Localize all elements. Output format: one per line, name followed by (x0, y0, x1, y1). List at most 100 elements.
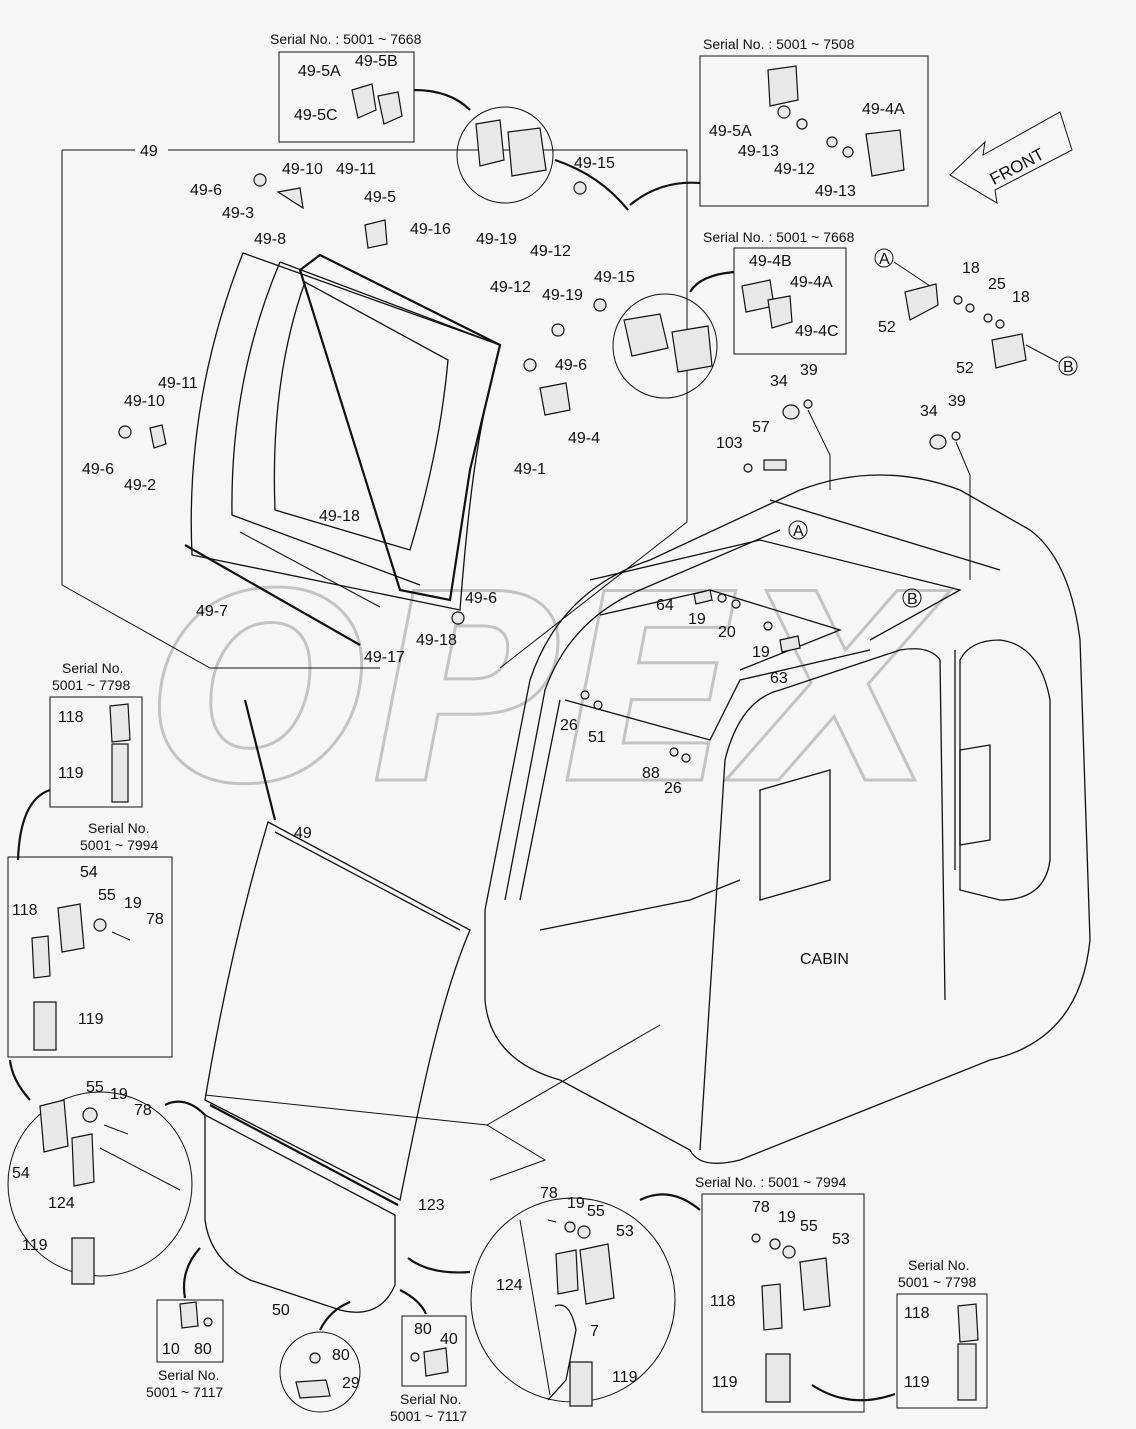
serial-box-6: Serial No. : 5001 ~ 7994 78 19 55 53 118… (695, 1174, 896, 1413)
callout: 55 (86, 1079, 104, 1096)
callout: 49-19 (542, 287, 583, 304)
callout: 88 (642, 765, 660, 782)
callout: 49-10 (124, 393, 165, 410)
callout: 49-6 (555, 357, 587, 374)
label: 53 (832, 1231, 850, 1248)
detail-circle-mid (612, 293, 718, 399)
callout: 49-4 (568, 430, 600, 447)
callout: 49-17 (364, 649, 405, 666)
callout-b: B (907, 591, 918, 608)
callout: 78 (540, 1185, 558, 1202)
callout-b: B (1063, 359, 1074, 376)
callout: 51 (588, 729, 606, 746)
detail-circle-left: 55 19 78 54 124 119 (7, 1079, 206, 1285)
callout: 49-6 (82, 461, 114, 478)
label: 49-13 (738, 143, 779, 160)
callout: 49-5 (364, 189, 396, 206)
serial-title-5: Serial No. (88, 820, 149, 836)
callout: 39 (948, 393, 966, 410)
label: 80 (414, 1321, 432, 1338)
callout: 49 (140, 143, 158, 160)
label: 54 (80, 864, 98, 881)
label: 118 (58, 709, 84, 726)
label: 55 (98, 887, 116, 904)
callout: 123 (418, 1197, 445, 1214)
callout: 34 (770, 373, 788, 390)
callout: 18 (1012, 289, 1030, 306)
callout: 50 (272, 1302, 290, 1319)
watermark: OPEX (150, 540, 950, 842)
callout: 52 (878, 319, 896, 336)
window-49-lower: 49 123 50 (204, 821, 661, 1319)
label: 10 (162, 1341, 180, 1358)
callout: 49-3 (222, 205, 254, 222)
callout: 49-16 (410, 221, 451, 238)
callout: 49-1 (514, 461, 546, 478)
callout: 119 (22, 1237, 48, 1254)
callout-a: A (793, 523, 804, 540)
callout: 57 (752, 419, 770, 436)
serial-title-7b: 5001 ~ 7798 (898, 1274, 976, 1290)
callout: 64 (656, 597, 674, 614)
serial-box-3: Serial No. : 5001 ~ 7668 49-4B 49-4A 49-… (689, 229, 855, 355)
label: 119 (78, 1011, 104, 1028)
callout: 39 (800, 362, 818, 379)
callout: 63 (770, 670, 788, 687)
serial-box-5: Serial No. 5001 ~ 7994 54 55 19 78 118 1… (7, 820, 173, 1101)
callout: 34 (920, 403, 938, 420)
serial-box-2: Serial No. : 5001 ~ 7508 49-5A 49-13 49-… (699, 36, 929, 207)
label: 118 (710, 1293, 736, 1310)
label: 49-5A (298, 63, 341, 80)
callout: 26 (560, 717, 578, 734)
callout: 103 (716, 435, 743, 452)
serial-title-1: Serial No. : 5001 ~ 7668 (270, 31, 422, 47)
brackets-ab: A B 18 25 18 52 52 (874, 248, 1078, 377)
label: 49-5B (355, 53, 398, 70)
callout: 49-15 (574, 155, 615, 172)
label: 49-12 (774, 161, 815, 178)
callout: 124 (496, 1277, 523, 1294)
serial-title-7: Serial No. (908, 1257, 969, 1273)
serial-title-4: Serial No. (62, 660, 123, 676)
callout: 20 (718, 624, 736, 641)
callout: 19 (110, 1086, 128, 1103)
label: 49-4A (790, 274, 833, 291)
top-fasteners: 34 39 34 39 103 57 (716, 362, 971, 580)
callout: 49-18 (319, 508, 360, 525)
front-label: FRONT (987, 145, 1048, 189)
serial-box-1: Serial No. : 5001 ~ 7668 49-5A 49-5B 49-… (270, 31, 471, 143)
callout: 18 (962, 260, 980, 277)
label: 49-4C (795, 323, 839, 340)
label: 49-5C (294, 107, 338, 124)
label: 118 (12, 902, 38, 919)
detail-circle-bottom: 80 29 (279, 1300, 361, 1413)
callout: 49-11 (158, 375, 198, 392)
detail-circle-top (456, 106, 701, 211)
callout: 19 (688, 611, 706, 628)
callout: 54 (12, 1165, 30, 1182)
label: 118 (904, 1305, 930, 1322)
callout-a: A (879, 251, 890, 268)
callout: 49-12 (490, 279, 531, 296)
callout: 119 (612, 1369, 638, 1386)
label: 40 (440, 1331, 458, 1348)
label: 19 (778, 1209, 796, 1226)
callout: 25 (988, 276, 1006, 293)
cabin-callouts: A B 64 19 20 19 63 26 51 88 26 (560, 520, 922, 797)
callout: 29 (342, 1375, 360, 1392)
callout: 80 (332, 1347, 350, 1364)
callout: 49-18 (416, 632, 457, 649)
callout: 19 (567, 1195, 585, 1212)
label: 49-5A (709, 123, 752, 140)
callout: 19 (752, 644, 770, 661)
label: 49-4B (749, 253, 792, 270)
callout: 49-6 (465, 590, 497, 607)
front-arrow: FRONT (949, 111, 1073, 204)
serial-title-4b: 5001 ~ 7798 (52, 677, 130, 693)
callout: 49-6 (190, 182, 222, 199)
serial-title-9b: 5001 ~ 7117 (390, 1408, 467, 1424)
serial-box-7: Serial No. 5001 ~ 7798 118 119 (896, 1257, 988, 1409)
serial-title-5b: 5001 ~ 7994 (80, 837, 158, 853)
